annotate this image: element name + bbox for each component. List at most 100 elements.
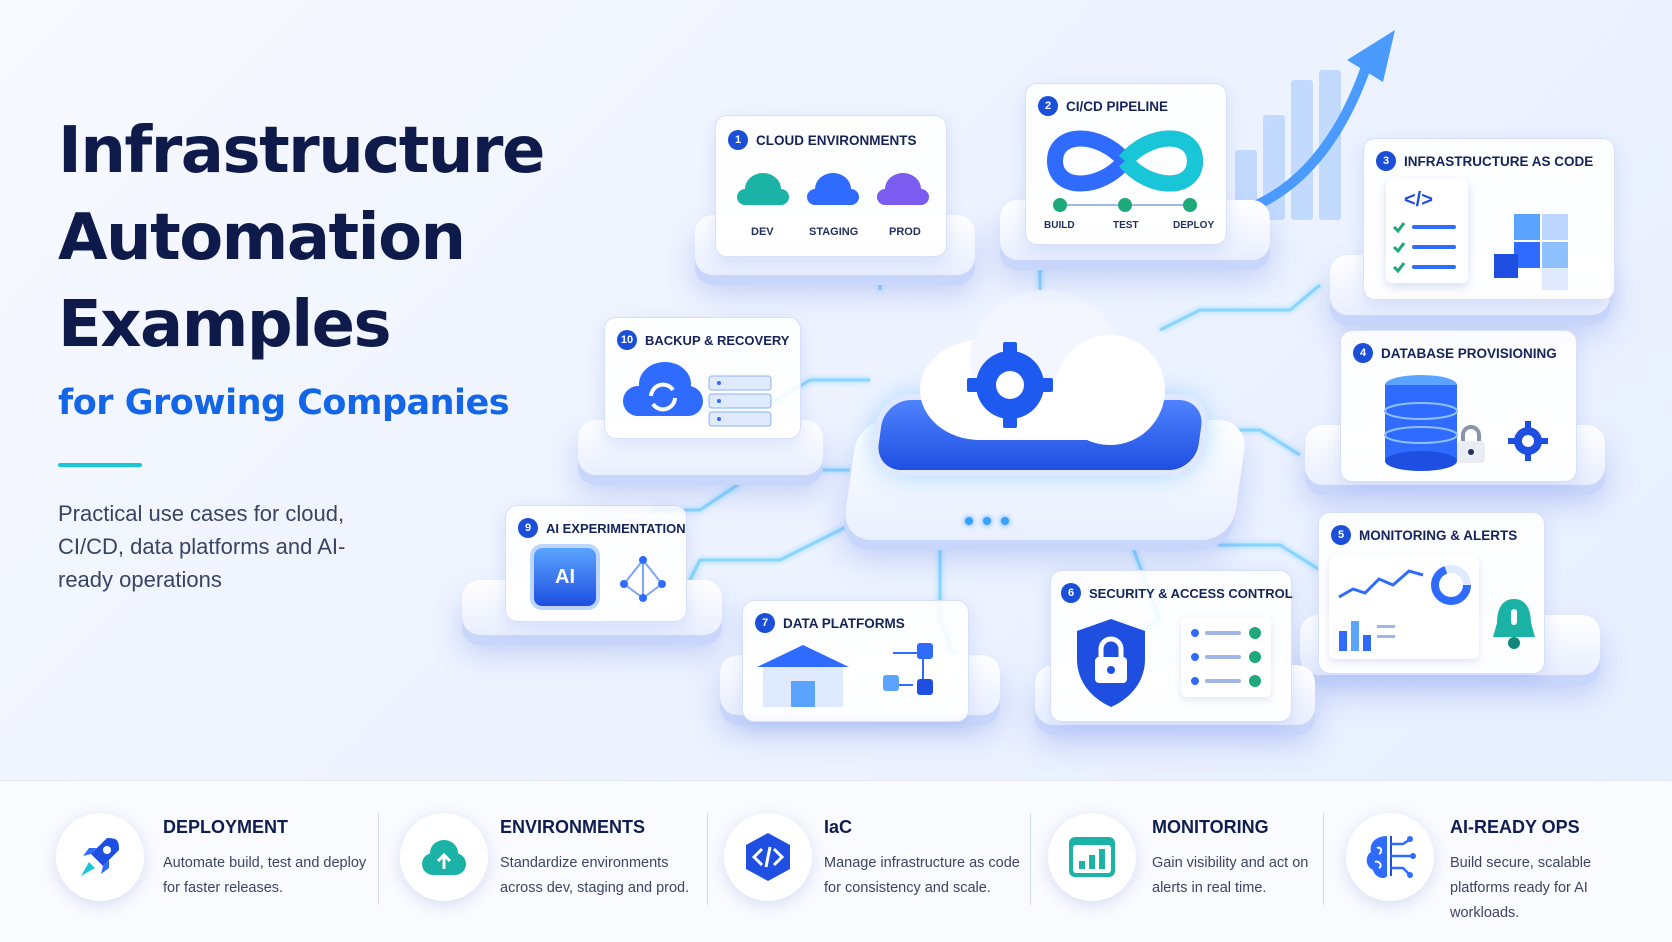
title-line-1: Infrastructure (58, 114, 545, 188)
card-number: 3 (1376, 151, 1396, 171)
card-infrastructure-as-code[interactable]: 3 INFRASTRUCTURE AS CODE </> (1363, 138, 1615, 300)
card-cloud-environments[interactable]: 1 CLOUD ENVIRONMENTS DEV STAGING PROD (715, 115, 947, 257)
card-title: MONITORING & ALERTS (1359, 527, 1518, 543)
infinity-loop-icon (1046, 130, 1204, 192)
checklist-icon (1392, 222, 1456, 274)
cloud-prod-icon (877, 173, 929, 205)
status-light (983, 517, 991, 525)
feature-icon-circle (56, 813, 144, 901)
cloud-upload-icon (422, 840, 466, 875)
env-label-staging: STAGING (809, 226, 859, 238)
code-glyph: </> (1404, 189, 1433, 211)
cloud-dev-icon (737, 173, 789, 205)
card-number: 1 (728, 130, 748, 150)
env-label-prod: PROD (889, 226, 921, 238)
divider (1323, 813, 1324, 905)
central-cloud-gear-icon (920, 290, 1165, 445)
card-backup-recovery[interactable]: 10 BACKUP & RECOVERY (604, 317, 801, 439)
accent-divider (58, 463, 142, 467)
feature-strip: DEPLOYMENT Automate build, test and depl… (0, 780, 1672, 942)
feature-desc: Standardize environments across dev, sta… (500, 855, 690, 896)
feature-icon-circle (1048, 813, 1136, 901)
bar-chart-icon (1339, 621, 1395, 651)
step-label-deploy: DEPLOY (1173, 220, 1215, 231)
user-check-list-icon (1191, 627, 1261, 687)
cloud-staging-icon (807, 173, 859, 205)
feature-icon-circle (724, 813, 812, 901)
feature-title: AI-READY OPS (1450, 817, 1580, 837)
feature-desc: Automate build, test and deploy for fast… (163, 855, 367, 896)
donut-chart-icon (1431, 565, 1471, 605)
card-number: 4 (1353, 343, 1373, 363)
lock-icon (1457, 425, 1485, 463)
feature-monitoring: MONITORING Gain visibility and act on al… (1048, 799, 1338, 919)
card-number: 9 (518, 518, 538, 538)
pipeline-steps-icon (1053, 198, 1197, 212)
gear-icon (1508, 421, 1548, 461)
card-title: INFRASTRUCTURE AS CODE (1404, 153, 1594, 169)
card-title: SECURITY & ACCESS CONTROL (1089, 585, 1293, 601)
step-label-test: TEST (1113, 220, 1139, 231)
feature-title: ENVIRONMENTS (500, 817, 646, 837)
card-ai-experimentation[interactable]: 9 AI EXPERIMENTATION AI (505, 505, 687, 622)
cubes-icon (1494, 214, 1568, 290)
feature-icon-circle (1346, 813, 1434, 901)
description: Practical use cases for cloud, CI/CD, da… (58, 501, 346, 592)
card-title: BACKUP & RECOVERY (645, 332, 790, 348)
feature-desc: Manage infrastructure as code for consis… (824, 855, 1020, 896)
card-title: CLOUD ENVIRONMENTS (756, 132, 917, 148)
title-line-3: Examples (58, 288, 392, 362)
card-database-provisioning[interactable]: 4 DATABASE PROVISIONING (1340, 330, 1577, 482)
chip-label: AI (555, 565, 575, 588)
card-title: CI/CD PIPELINE (1066, 98, 1169, 114)
feature-title: DEPLOYMENT (163, 817, 289, 837)
feature-icon-circle (400, 813, 488, 901)
hero: Infrastructure Automation Examples for G… (58, 108, 678, 596)
card-data-platforms[interactable]: 7 DATA PLATFORMS (742, 600, 969, 722)
neural-network-icon (620, 556, 666, 602)
dashboard-icon (1069, 837, 1115, 877)
card-title: AI EXPERIMENTATION (546, 520, 686, 536)
divider (378, 813, 379, 905)
code-icon (746, 833, 790, 881)
card-number: 2 (1038, 96, 1058, 116)
card-cicd-pipeline[interactable]: 2 CI/CD PIPELINE BUILD TEST DEPLOY (1025, 83, 1227, 245)
divider (1030, 813, 1031, 905)
title-line-2: Automation (58, 201, 466, 275)
status-light (1001, 517, 1009, 525)
hub-status-lights (965, 517, 1009, 525)
card-title: DATA PLATFORMS (783, 615, 905, 631)
feature-desc: Gain visibility and act on alerts in rea… (1152, 855, 1309, 896)
line-chart-icon (1338, 569, 1424, 599)
step-label-build: BUILD (1044, 220, 1075, 231)
feature-title: IaC (824, 817, 853, 837)
subtitle: for Growing Companies (58, 383, 510, 423)
server-stack-icon (708, 375, 772, 427)
diagram-scene: 1 CLOUD ENVIRONMENTS DEV STAGING PROD 2 … (462, 30, 1615, 725)
access-list (1181, 617, 1271, 697)
card-monitoring-alerts[interactable]: 5 MONITORING & ALERTS (1318, 512, 1545, 674)
pipeline-nodes-icon (883, 643, 933, 695)
env-label-dev: DEV (751, 226, 774, 238)
card-number: 6 (1061, 583, 1081, 603)
card-number: 7 (755, 613, 775, 633)
dashboard-panel (1329, 555, 1479, 659)
feature-ai-ready-ops: AI-READY OPS Build secure, scalable plat… (1346, 799, 1666, 921)
divider (707, 813, 708, 905)
warehouse-icon (757, 645, 849, 707)
card-security-access[interactable]: 6 SECURITY & ACCESS CONTROL (1050, 570, 1293, 722)
card-number: 5 (1331, 525, 1351, 545)
code-document-icon: </> (1386, 179, 1468, 283)
database-icon (1384, 375, 1458, 471)
page-title: Infrastructure Automation Examples (58, 108, 678, 369)
shield-lock-icon (1077, 619, 1145, 707)
feature-environments: ENVIRONMENTS Standardize environments ac… (400, 799, 700, 919)
brain-circuit-icon (1366, 836, 1416, 878)
card-title: DATABASE PROVISIONING (1381, 345, 1557, 361)
bell-icon (1493, 599, 1535, 649)
ai-chip-icon: AI (534, 548, 596, 606)
feature-title: MONITORING (1152, 817, 1269, 837)
status-light (965, 517, 973, 525)
feature-iac: IaC Manage infrastructure as code for co… (724, 799, 1024, 919)
feature-deployment: DEPLOYMENT Automate build, test and depl… (56, 799, 366, 919)
